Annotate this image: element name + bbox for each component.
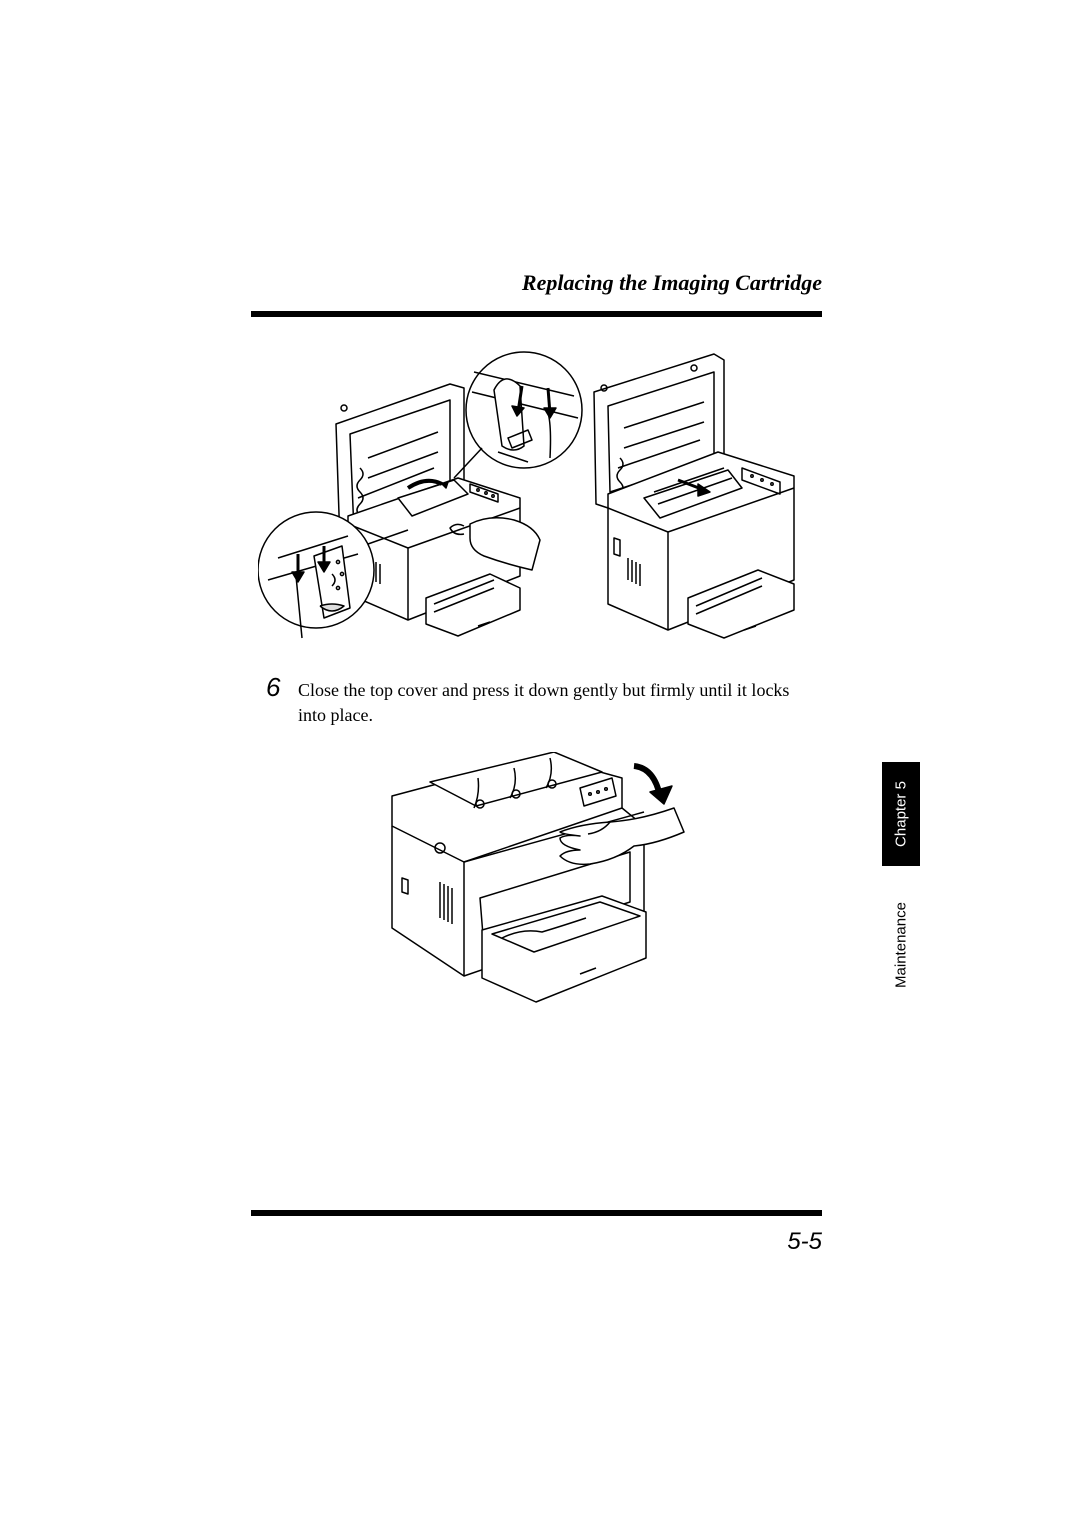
inset-detail-lower [258,511,375,639]
step-instruction: Close the top cover and press it down ge… [298,680,790,725]
inset-detail-upper [465,351,583,469]
printer-closed-cover-icon [391,752,685,1003]
chapter-tab: Chapter 5 [882,762,920,866]
footer-divider [251,1210,822,1216]
printer-open-cover-icon [335,383,541,637]
section-label: Maintenance [892,902,910,988]
printer-open-cover-icon-right [593,353,795,639]
header-divider [251,311,822,317]
step-number: 6 [266,672,281,702]
chapter-label: Chapter 5 [892,781,910,847]
illustration-close-cover [391,752,685,1003]
illustration-install-cartridge [258,351,795,639]
section-tab: Maintenance [882,880,920,1010]
page-number: 5-5 [787,1228,822,1255]
section-title: Replacing the Imaging Cartridge [521,270,822,295]
